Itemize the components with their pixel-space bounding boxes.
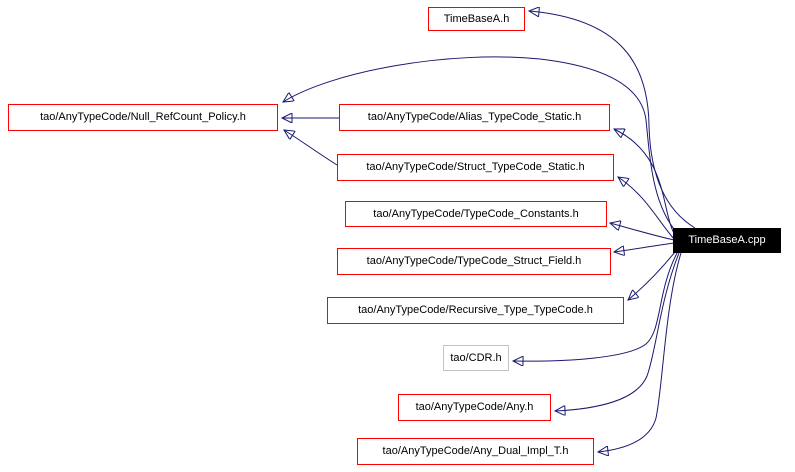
edge-timebasea-cpp-to-alias-typecode-static-h — [614, 129, 677, 238]
edge-timebasea-cpp-to-null-refcount-policy-h — [283, 56, 679, 235]
edge-timebasea-cpp-to-cdr-h — [513, 252, 678, 361]
edge-timebasea-cpp-to-timebasea-h — [529, 11, 696, 229]
node-cdr-h[interactable]: tao/CDR.h — [443, 345, 509, 371]
node-any-dual-impl-t-h[interactable]: tao/AnyTypeCode/Any_Dual_Impl_T.h — [357, 438, 594, 465]
edge-timebasea-cpp-to-recursive-type-typecode-h — [628, 251, 676, 300]
node-typecode-struct-field-h[interactable]: tao/AnyTypeCode/TypeCode_Struct_Field.h — [337, 248, 611, 275]
edge-timebasea-cpp-to-typecode-struct-field-h — [614, 242, 675, 252]
node-alias-typecode-static-h[interactable]: tao/AnyTypeCode/Alias_TypeCode_Static.h — [339, 104, 610, 131]
node-timebasea-h[interactable]: TimeBaseA.h — [428, 7, 525, 31]
edge-struct-typecode-static-h-to-null-refcount-policy-h — [284, 130, 338, 166]
edge-timebasea-cpp-to-any-h — [555, 252, 680, 411]
node-recursive-type-typecode-h[interactable]: tao/AnyTypeCode/Recursive_Type_TypeCode.… — [327, 297, 624, 324]
edge-timebasea-cpp-to-any-dual-impl-t-h — [598, 252, 682, 452]
node-null-refcount-policy-h[interactable]: tao/AnyTypeCode/Null_RefCount_Policy.h — [8, 104, 278, 131]
node-timebasea-cpp[interactable]: TimeBaseA.cpp — [673, 228, 781, 253]
node-typecode-constants-h[interactable]: tao/AnyTypeCode/TypeCode_Constants.h — [345, 201, 607, 227]
node-struct-typecode-static-h[interactable]: tao/AnyTypeCode/Struct_TypeCode_Static.h — [337, 154, 614, 181]
edge-timebasea-cpp-to-typecode-constants-h — [610, 223, 675, 241]
node-any-h[interactable]: tao/AnyTypeCode/Any.h — [398, 394, 551, 421]
edge-timebasea-cpp-to-struct-typecode-static-h — [618, 177, 675, 240]
